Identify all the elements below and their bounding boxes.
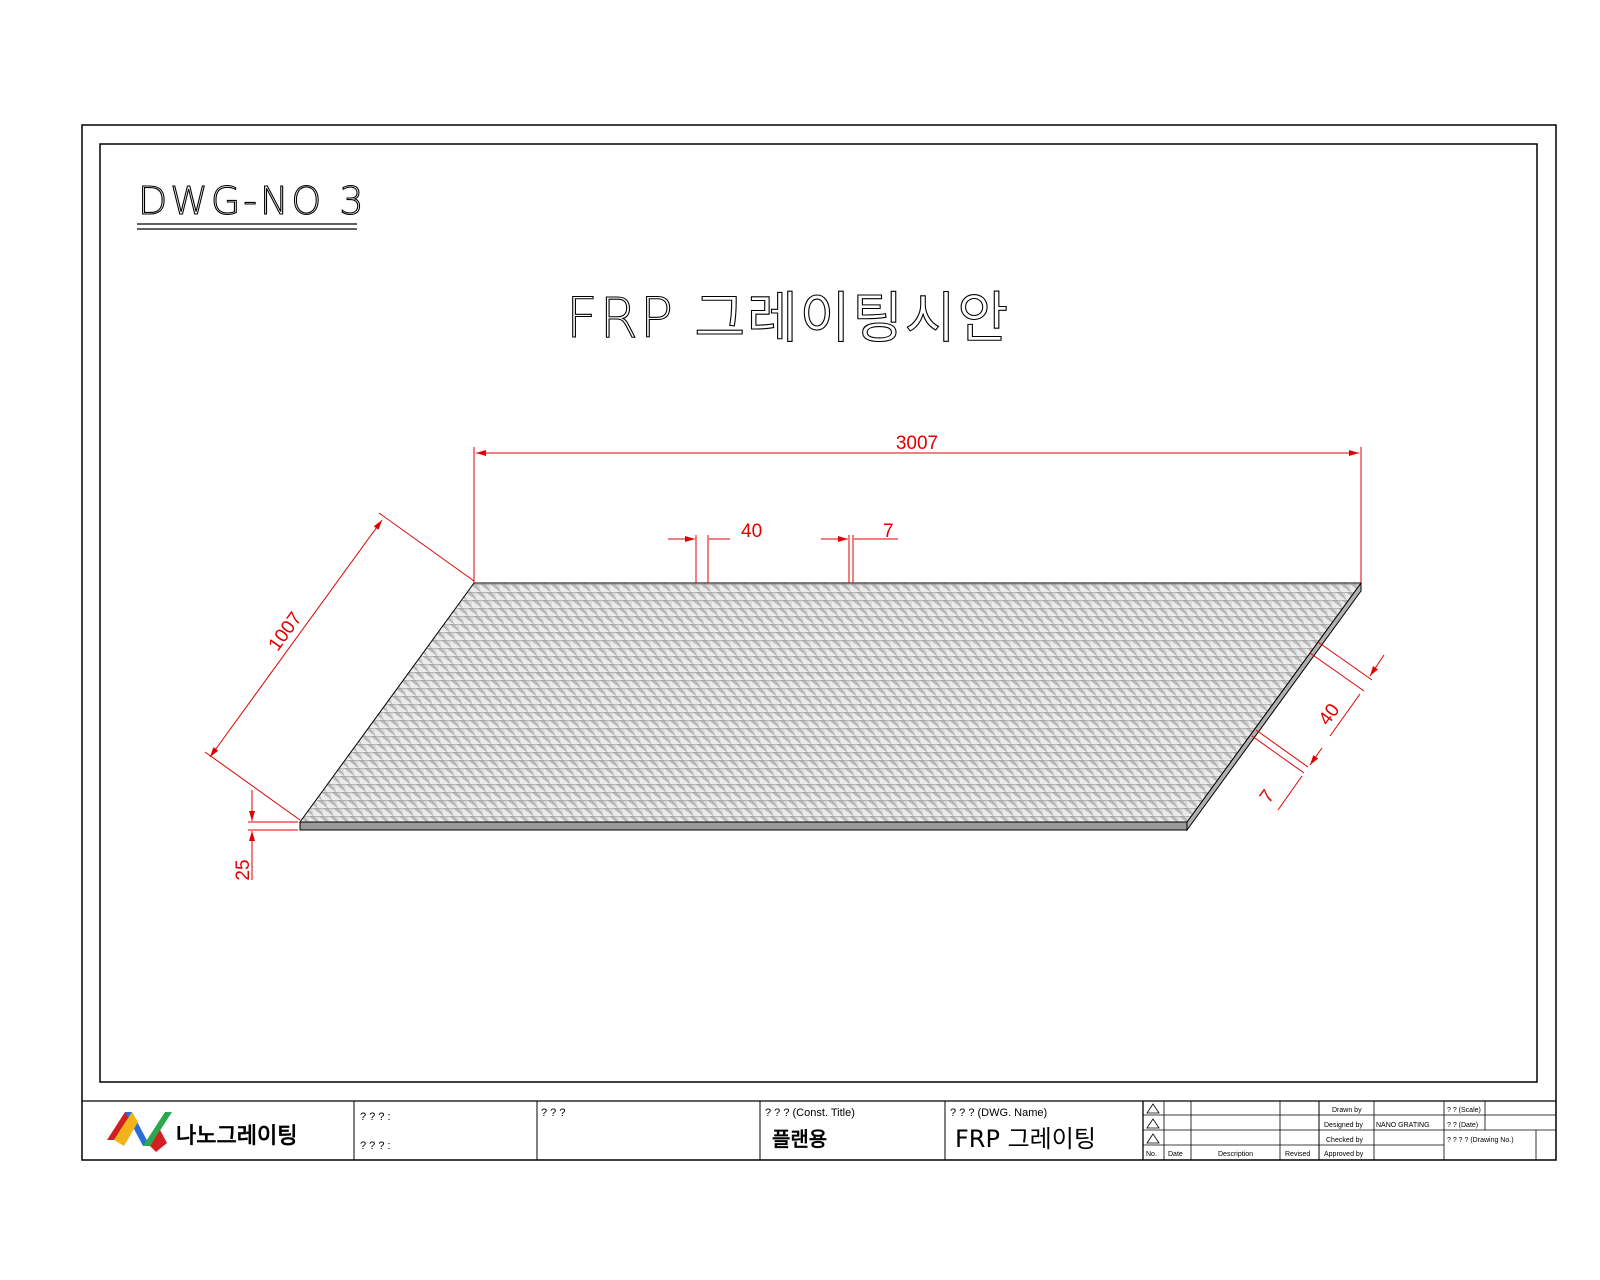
dim-width-text: 1007 [265, 608, 307, 655]
title-block: 나노그레이팅 ? ? ? : ? ? ? : ? ? ? ? ? ? (Cons… [82, 1100, 1556, 1160]
rev-description-header: Description [1218, 1151, 1253, 1158]
dim-bar-thickness-text: 7 [883, 521, 894, 542]
dim-side-thickness: 7 [1251, 729, 1323, 811]
company-logo-icon [107, 1112, 172, 1152]
dim-mesh-pitch: 40 [668, 521, 762, 583]
tb-dwg-name-value: FRP 그레이팅 [955, 1125, 1096, 1153]
tb-const-title-value: 플랜용 [772, 1127, 827, 1151]
dim-height-text: 25 [233, 859, 254, 880]
drawn-by-label: Drawn by [1332, 1107, 1362, 1114]
tb-field1-label: ? ? ? : [360, 1111, 391, 1123]
dim-mesh-pitch-text: 40 [741, 521, 762, 542]
grating-top-surface [299, 582, 1362, 823]
company-name: 나노그레이팅 [176, 1124, 297, 1149]
date-label: ? ? (Date) [1447, 1122, 1478, 1129]
grating-plate [299, 581, 1362, 832]
drawing-title: FRP 그레이팅시안 [566, 286, 1010, 350]
checked-by-label: Checked by [1326, 1137, 1363, 1144]
scale-label: ? ? (Scale) [1447, 1107, 1481, 1114]
revision-table: No. Date Description Revised [1143, 1101, 1320, 1160]
outer-border [81, 124, 1557, 1161]
dim-length-text: 3007 [896, 433, 938, 454]
dim-side-pitch: 40 [1309, 641, 1385, 737]
revision-triangle-icon [1146, 1118, 1160, 1129]
designed-by-value: NANO GRATING [1376, 1122, 1430, 1129]
rev-revised-header: Revised [1285, 1151, 1310, 1158]
inner-border [99, 143, 1538, 1083]
rev-date-header: Date [1168, 1151, 1183, 1158]
dim-height: 25 [233, 790, 298, 881]
dim-side-pitch-text: 40 [1315, 700, 1344, 729]
dim-length: 3007 [473, 433, 1362, 583]
designed-by-label: Designed by [1324, 1122, 1363, 1129]
signature-table: Drawn by Designed by NANO GRATING Checke… [1319, 1101, 1556, 1160]
rev-no-header: No. [1146, 1151, 1157, 1158]
tb-const-title-label: ? ? ? (Const. Title) [765, 1107, 855, 1119]
tb-field2-label: ? ? ? : [360, 1140, 391, 1152]
dim-bar-thickness: 7 [821, 521, 898, 583]
revision-triangle-icon [1146, 1133, 1160, 1144]
tb-field3-label: ? ? ? [541, 1107, 565, 1119]
dwg-number: DWG-NO 3 [138, 179, 367, 223]
drawing-no-label: ? ? ? ? (Drawing No.) [1447, 1137, 1514, 1144]
grating-front-edge [299, 821, 1188, 831]
approved-by-label: Approved by [1324, 1151, 1364, 1158]
dim-side-thickness-text: 7 [1256, 786, 1279, 807]
tb-dwg-name-label: ? ? ? (DWG. Name) [950, 1107, 1047, 1119]
revision-triangle-icon [1146, 1103, 1160, 1114]
